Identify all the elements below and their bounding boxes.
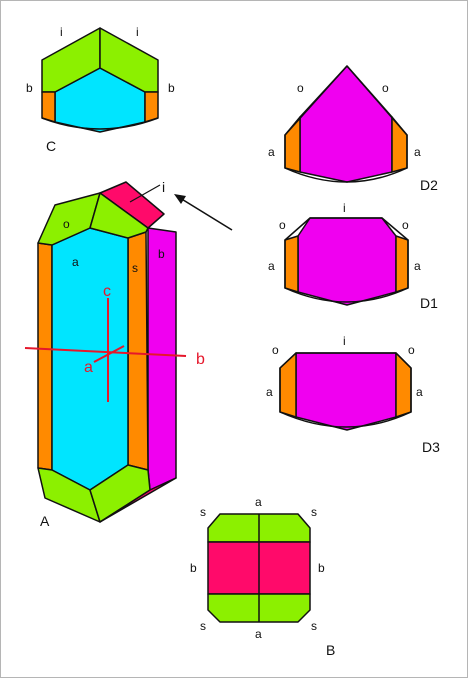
label-a-s: s <box>132 261 138 275</box>
label-a-o: o <box>63 217 70 231</box>
label-a-i: i <box>162 179 165 195</box>
face-c-bottom-arc <box>41 117 159 130</box>
face-d3-magenta <box>295 352 397 431</box>
label-b-b-left: b <box>190 561 197 575</box>
face-d1-orange-left <box>284 235 299 293</box>
face-a-s-orange <box>127 231 149 471</box>
axis-b-line <box>24 347 187 357</box>
face-a-left-orange <box>37 242 53 471</box>
label-c-i-left: i <box>60 25 63 39</box>
leader-a-i <box>129 184 161 203</box>
axis-b-label: b <box>196 351 205 368</box>
label-d1-o-left: o <box>279 218 286 232</box>
caption-b: B <box>326 642 335 658</box>
label-d2-o-right: o <box>382 81 389 95</box>
label-d3-a-right: a <box>416 385 423 399</box>
label-a-b: b <box>158 247 165 261</box>
crystal-axes <box>24 298 187 402</box>
label-d1-i: i <box>343 201 346 215</box>
face-a-bottom-crimson <box>99 477 177 523</box>
caption-a: A <box>40 513 50 529</box>
caption-d1: D1 <box>420 295 438 311</box>
label-b-a-top: a <box>255 495 262 509</box>
face-a-green-bottom-right <box>89 464 151 523</box>
figure-a <box>37 181 177 523</box>
face-a-o-green-top-right <box>89 192 149 239</box>
axis-a-label: a <box>84 359 93 376</box>
face-c-orange-left <box>41 91 56 123</box>
label-d2-o-left: o <box>297 81 304 95</box>
face-d2-magenta <box>299 65 393 183</box>
label-b-s-br: s <box>311 619 317 633</box>
label-b-s-bl: s <box>200 619 206 633</box>
label-b-s-tr: s <box>311 505 317 519</box>
label-d3-o-right: o <box>408 343 415 357</box>
label-b-s-tl: s <box>200 505 206 519</box>
face-c-green-left <box>41 27 101 93</box>
label-d2-a-left: a <box>268 145 275 159</box>
label-b-b-right: b <box>318 561 325 575</box>
face-a-b-magenta <box>147 227 177 491</box>
caption-c: C <box>46 138 56 154</box>
label-c-b-right: b <box>168 81 175 95</box>
label-d3-a-left: a <box>266 385 273 399</box>
label-c-b-left: b <box>26 81 33 95</box>
label-d1-o-right: o <box>402 218 409 232</box>
figure-c <box>41 27 159 133</box>
axis-c-label: c <box>103 283 111 300</box>
face-d3-orange-right <box>395 352 412 418</box>
face-d3-outline <box>279 352 412 428</box>
face-d2-outline <box>284 65 408 183</box>
label-d3-i: i <box>343 334 346 348</box>
arrow-icon <box>174 194 233 231</box>
face-d3-orange-left <box>279 352 297 418</box>
face-c-orange-right <box>144 91 159 123</box>
figure-d2 <box>284 65 408 183</box>
face-d1-orange-right <box>395 235 409 293</box>
label-a-a: a <box>72 255 79 269</box>
face-d1-magenta <box>297 217 397 306</box>
label-b-a-bottom: a <box>255 627 262 641</box>
label-d2-a-right: a <box>414 145 421 159</box>
label-d1-a-right: a <box>414 259 421 273</box>
caption-d3: D3 <box>422 439 440 455</box>
label-d1-a-left: a <box>268 259 275 273</box>
axis-a-line <box>93 345 125 363</box>
label-c-i-right: i <box>136 25 139 39</box>
figure-b <box>207 513 311 623</box>
face-d2-orange-left <box>284 116 301 173</box>
caption-d2: D2 <box>420 177 438 193</box>
figure-d3 <box>279 352 412 431</box>
figure-d1 <box>284 217 409 306</box>
label-d3-o-left: o <box>272 343 279 357</box>
face-d1-outline <box>284 217 409 303</box>
